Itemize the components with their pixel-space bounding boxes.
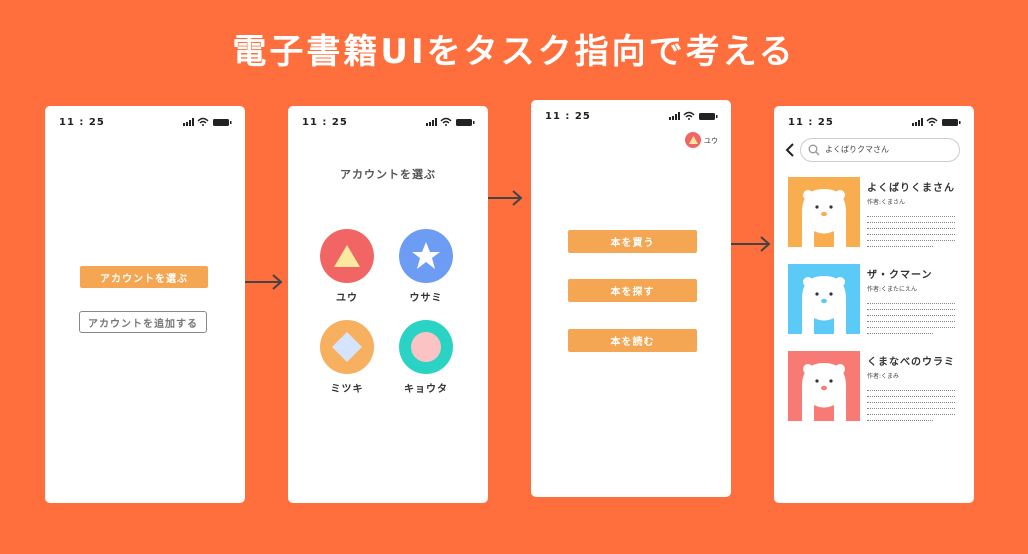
book-description-1 <box>867 216 955 252</box>
arrow3-head <box>760 236 771 252</box>
search-book-button[interactable]: 本を探す <box>568 279 697 302</box>
choose-account-button[interactable]: アカウントを選ぶ <box>80 266 208 288</box>
page-title: 電子書籍UIをタスク指向で考える <box>232 32 796 72</box>
search-icon <box>808 144 820 156</box>
phone-screen-account-select: 11 : 25 アカウントを選ぶ ユウ ウサミ ミツキ キョウタ <box>288 106 488 503</box>
avatar-yu[interactable] <box>320 229 374 283</box>
status-bar: 11 : 25 <box>531 100 731 128</box>
status-bar: 11 : 25 <box>288 106 488 134</box>
buy-book-button[interactable]: 本を買う <box>568 230 697 253</box>
phone-screen-search-results: 11 : 25 よくばりクマさん よくばりくまさん 作者:くまさん <box>774 106 974 503</box>
status-time: 11 : 25 <box>302 117 348 128</box>
avatar-name-kyota: キョウタ <box>404 384 448 395</box>
triangle-icon <box>334 245 360 267</box>
status-bar: 11 : 25 <box>774 106 974 134</box>
avatar-mitsuki[interactable] <box>320 320 374 374</box>
book-title-2[interactable]: ザ・クマーン <box>867 270 933 281</box>
star-icon <box>412 242 440 269</box>
avatar-kyota[interactable] <box>399 320 453 374</box>
avatar-name-mitsuki: ミツキ <box>330 384 364 395</box>
phone-screen-task-menu: 11 : 25 ユウ 本を買う 本を探す 本を読む <box>531 100 731 497</box>
status-icons <box>183 117 232 126</box>
status-time: 11 : 25 <box>59 117 105 128</box>
bear-icon <box>802 276 846 334</box>
status-icons <box>669 111 718 120</box>
status-icons <box>912 117 961 126</box>
user-avatar-small[interactable] <box>685 132 701 148</box>
avatar-name-yu: ユウ <box>336 293 358 304</box>
back-chevron-icon[interactable] <box>785 143 795 157</box>
read-book-button[interactable]: 本を読む <box>568 329 697 352</box>
status-time: 11 : 25 <box>545 111 591 122</box>
bear-icon <box>802 363 846 421</box>
book-title-1[interactable]: よくばりくまさん <box>867 183 955 194</box>
add-account-button[interactable]: アカウントを追加する <box>79 311 207 333</box>
user-name: ユウ <box>704 137 718 145</box>
book-cover-2[interactable] <box>788 264 860 334</box>
search-bar[interactable]: よくばりクマさん <box>800 138 960 162</box>
phone-screen-account-start: 11 : 25 アカウントを選ぶ アカウントを追加する <box>45 106 245 503</box>
avatar-usami[interactable] <box>399 229 453 283</box>
status-time: 11 : 25 <box>788 117 834 128</box>
book-author-3: 作者:くまみ <box>867 373 900 380</box>
book-description-2 <box>867 303 955 339</box>
book-cover-1[interactable] <box>788 177 860 247</box>
diamond-icon <box>332 332 362 362</box>
book-author-1: 作者:くまさん <box>867 199 906 206</box>
book-author-2: 作者:くまたにえん <box>867 286 918 293</box>
bear-icon <box>802 189 846 247</box>
avatar-name-usami: ウサミ <box>409 293 443 304</box>
account-select-heading: アカウントを選ぶ <box>340 168 436 181</box>
status-icons <box>426 117 475 126</box>
circle-icon <box>411 332 441 362</box>
search-query: よくばりクマさん <box>825 145 889 154</box>
book-cover-3[interactable] <box>788 351 860 421</box>
arrow2-head <box>512 190 523 206</box>
arrow1-head <box>272 274 283 290</box>
book-description-3 <box>867 390 955 426</box>
status-bar: 11 : 25 <box>45 106 245 134</box>
book-title-3[interactable]: くまなべのウラミ <box>867 357 955 368</box>
triangle-icon <box>688 136 698 144</box>
